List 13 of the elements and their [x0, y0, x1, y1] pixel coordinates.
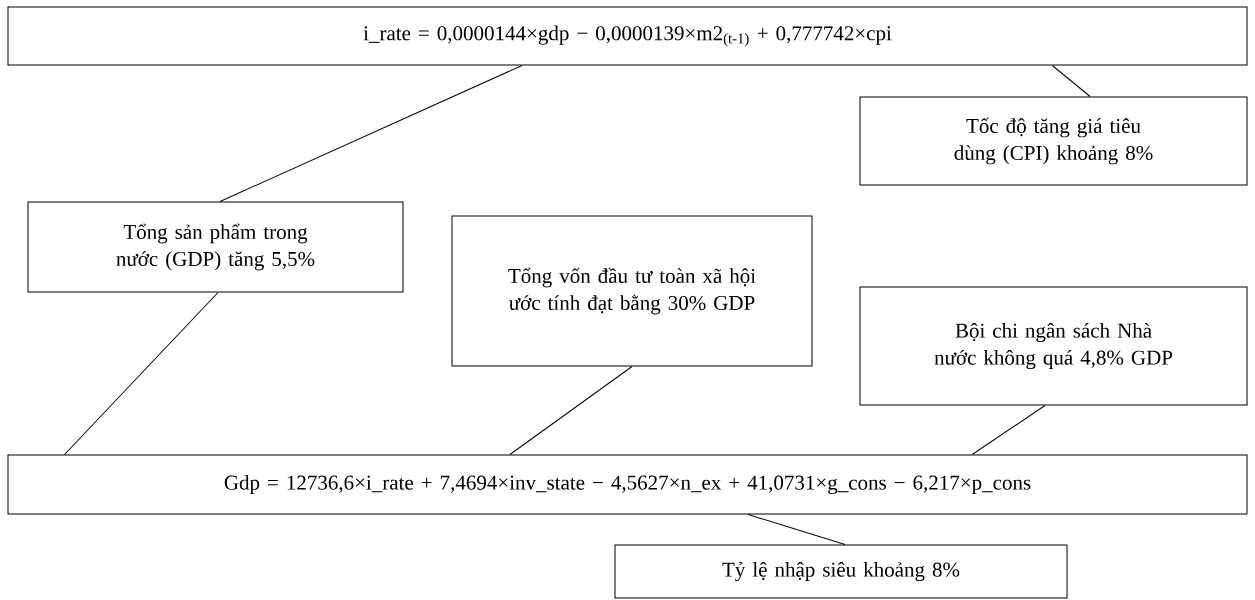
leader-line	[1051, 65, 1091, 97]
text-box: Tốc độ tăng giá tiêu dùng (CPI) khoảng 8%	[859, 96, 1248, 186]
text-box: Tỷ lệ nhập siêu khoảng 8%	[614, 544, 1068, 599]
text-box: Tổng sản phẩm trong nước (GDP) tăng 5,5%	[27, 201, 404, 293]
leader-line	[971, 405, 1046, 455]
text-box: Gdp = 12736,6×i_rate + 7,4694×inv_state − 4,5627×n_ex + 41,0731×g_cons − 6,217×p_cons	[7, 454, 1248, 515]
leader-line	[509, 366, 633, 455]
leader-line	[747, 514, 846, 545]
text-box: i_rate = 0,0000144×gdp − 0,0000139×m2$_{(t-1)}$ + 0,777742×cpi	[7, 6, 1248, 66]
text-box: Bội chi ngân sách Nhà nước không quá 4,8% GDP	[859, 286, 1248, 406]
leader-line	[64, 292, 219, 455]
leader-line	[219, 65, 523, 202]
text-box: Tổng vốn đầu tư toàn xã hội ước tính đạt bằng 30% GDP	[451, 215, 813, 367]
